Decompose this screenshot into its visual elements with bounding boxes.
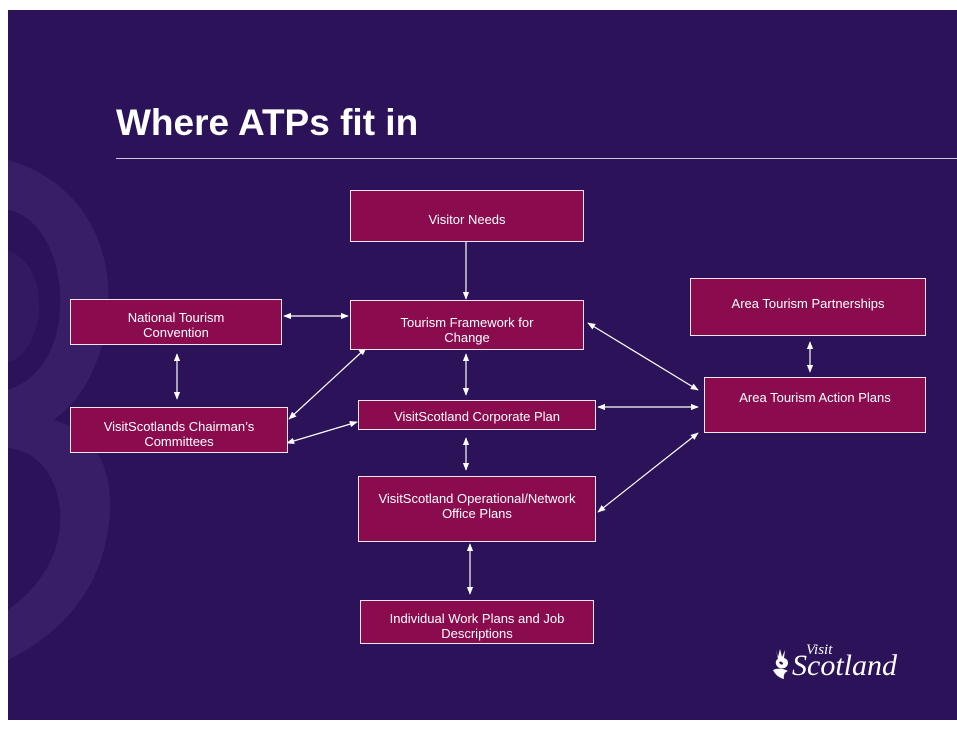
node-visitor-needs: Visitor Needs	[350, 190, 584, 242]
node-chairmans-committees: VisitScotlands Chairman’s Committees	[70, 407, 288, 453]
node-label: Area Tourism Action Plans	[739, 390, 891, 405]
title-divider	[116, 158, 957, 159]
edge-framework-action-plans	[587, 322, 699, 391]
edge-committees-framework	[288, 347, 367, 420]
logo-visit-text: Visit	[806, 642, 833, 658]
node-label: VisitScotland Operational/Network Office…	[378, 491, 576, 521]
node-tourism-framework: Tourism Framework for Change	[350, 300, 584, 350]
diagram-connectors	[173, 242, 814, 595]
node-operational-plans: VisitScotland Operational/Network Office…	[358, 476, 596, 542]
thistle-icon	[773, 649, 788, 679]
slide-title: Where ATPs fit in	[116, 102, 419, 143]
node-label: Tourism Framework for Change	[400, 315, 534, 345]
node-label: National Tourism Convention	[127, 310, 225, 340]
visitscotland-logo: Visit Scotland	[770, 642, 940, 686]
node-label: Visitor Needs	[428, 212, 506, 227]
thistle-watermark-icon	[8, 160, 111, 660]
node-label: Area Tourism Partnerships	[731, 296, 885, 311]
node-label: VisitScotland Corporate Plan	[394, 409, 560, 424]
node-national-tourism-convention: National Tourism Convention	[70, 299, 282, 345]
node-individual-work-plans: Individual Work Plans and Job Descriptio…	[360, 600, 594, 644]
slide: Where ATPs fit in Visitor Needs Tourism …	[8, 10, 957, 720]
node-area-tourism-action-plans: Area Tourism Action Plans	[704, 377, 926, 433]
logo-scotland-text: Scotland	[792, 649, 897, 682]
edge-operational-action-plans	[597, 432, 699, 513]
node-area-tourism-partnerships: Area Tourism Partnerships	[690, 278, 926, 336]
node-label: VisitScotlands Chairman’s Committees	[103, 419, 255, 449]
edge-committees-corporate	[286, 421, 358, 444]
node-corporate-plan: VisitScotland Corporate Plan	[358, 400, 596, 430]
node-label: Individual Work Plans and Job Descriptio…	[389, 611, 565, 641]
